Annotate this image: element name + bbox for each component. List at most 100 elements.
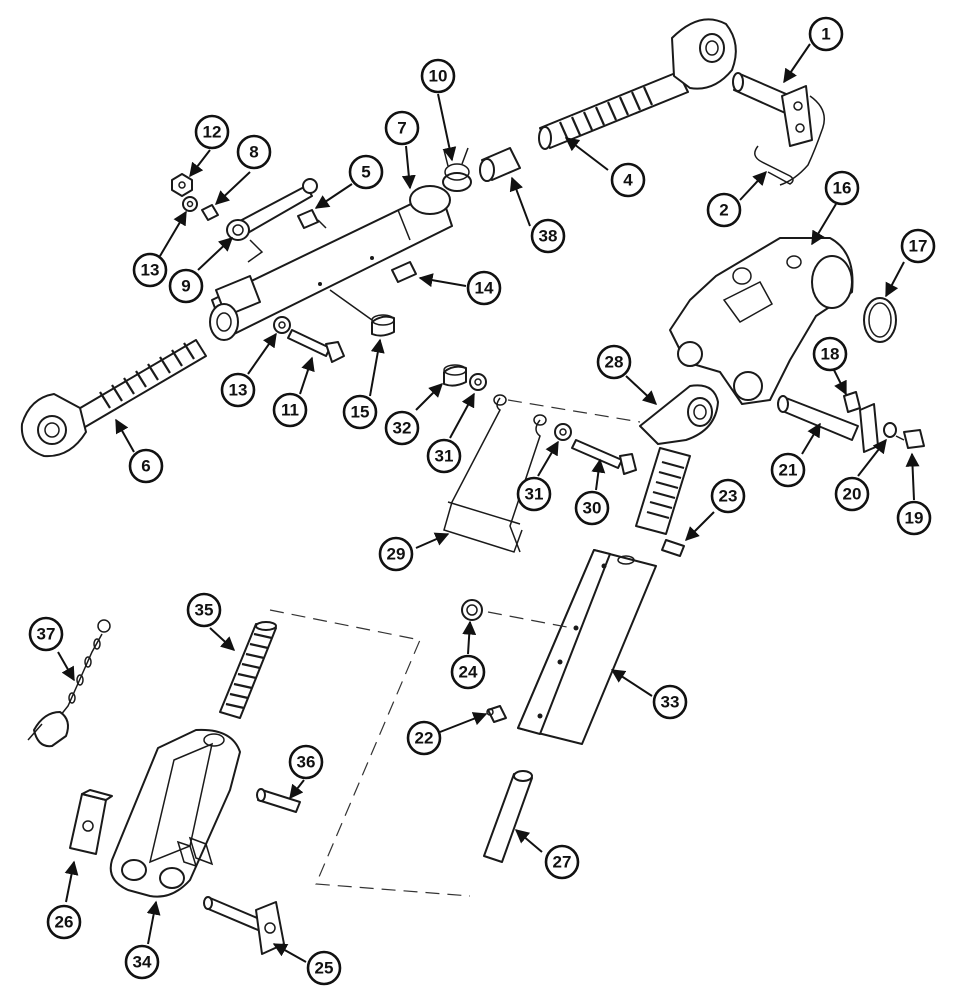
svg-text:33: 33 xyxy=(661,693,680,712)
washer-part-31-lower xyxy=(554,423,572,441)
callout-10: 10 xyxy=(420,58,456,94)
bushing-part-8 xyxy=(201,204,219,221)
svg-text:5: 5 xyxy=(361,163,370,182)
washer-part-13-top xyxy=(182,196,198,212)
callout-9: 9 xyxy=(168,268,204,304)
callout-23: 23 xyxy=(710,478,746,514)
washer-part-31-upper xyxy=(469,373,487,391)
callout-11: 11 xyxy=(272,392,308,428)
callout-16: 16 xyxy=(824,170,860,206)
svg-text:34: 34 xyxy=(133,953,152,972)
callout-37: 37 xyxy=(28,616,64,652)
svg-text:16: 16 xyxy=(833,179,852,198)
svg-text:26: 26 xyxy=(55,913,74,932)
channel-part-33 xyxy=(487,549,657,745)
bushing-part-24 xyxy=(461,599,483,621)
pin-part-36 xyxy=(256,788,301,813)
bolt-part-30 xyxy=(571,439,637,475)
callout-26: 26 xyxy=(46,904,82,940)
svg-text:12: 12 xyxy=(203,123,222,142)
callout-32: 32 xyxy=(384,410,420,446)
svg-text:15: 15 xyxy=(351,403,370,422)
eye-bolt-part-28 xyxy=(635,384,719,535)
callout-31-upper: 31 xyxy=(426,438,462,474)
svg-text:21: 21 xyxy=(779,461,798,480)
washer-part-20b xyxy=(883,422,897,438)
screw-part-5 xyxy=(297,209,327,229)
svg-text:17: 17 xyxy=(909,237,928,256)
callout-5: 5 xyxy=(348,154,384,190)
callout-27: 27 xyxy=(544,844,580,880)
callout-25: 25 xyxy=(306,950,342,986)
callout-1: 1 xyxy=(808,16,844,52)
svg-text:7: 7 xyxy=(397,119,406,138)
pin-part-27 xyxy=(483,770,533,863)
callout-8: 8 xyxy=(236,134,272,170)
callout-36: 36 xyxy=(288,744,324,780)
svg-text:35: 35 xyxy=(195,601,214,620)
spring-clip-part-10 xyxy=(442,147,472,192)
assembly-guide-line xyxy=(269,609,471,897)
threaded-rod-part-6 xyxy=(20,339,207,458)
svg-text:4: 4 xyxy=(623,171,633,190)
svg-text:8: 8 xyxy=(249,143,258,162)
block-part-26 xyxy=(69,789,113,855)
bushing-part-32 xyxy=(443,364,467,387)
svg-text:9: 9 xyxy=(181,277,190,296)
bushing-part-15 xyxy=(329,289,395,337)
svg-text:10: 10 xyxy=(429,67,448,86)
svg-text:22: 22 xyxy=(415,729,434,748)
callout-4: 4 xyxy=(610,162,646,198)
grease-fitting-part-22 xyxy=(486,705,507,723)
leader-lines xyxy=(57,43,920,963)
svg-text:36: 36 xyxy=(297,753,316,772)
callout-22: 22 xyxy=(406,720,442,756)
callout-34: 34 xyxy=(124,944,160,980)
svg-text:20: 20 xyxy=(843,485,862,504)
wire-clip-part-29 xyxy=(443,394,641,553)
callout-29: 29 xyxy=(378,536,414,572)
clip-part-2 xyxy=(754,145,794,185)
bolt-part-11 xyxy=(287,329,345,363)
callout-7: 7 xyxy=(384,110,420,146)
svg-text:11: 11 xyxy=(281,401,299,420)
svg-text:30: 30 xyxy=(583,499,602,518)
pin-part-38 xyxy=(479,147,521,182)
svg-text:18: 18 xyxy=(821,345,840,364)
pin-part-14 xyxy=(391,261,417,283)
svg-text:37: 37 xyxy=(37,625,56,644)
threaded-rod-part-4 xyxy=(538,18,737,150)
clevis-part-34 xyxy=(109,728,241,898)
threaded-rod-part-35 xyxy=(219,621,277,719)
callout-38: 38 xyxy=(530,218,566,254)
callout-24: 24 xyxy=(450,654,486,690)
svg-text:32: 32 xyxy=(393,419,412,438)
svg-text:31: 31 xyxy=(525,485,544,504)
callout-33: 33 xyxy=(652,684,688,720)
bushing-part-18 xyxy=(843,391,861,413)
chain-part-37 xyxy=(27,619,111,748)
callout-2: 2 xyxy=(706,192,742,228)
callout-15: 15 xyxy=(342,394,378,430)
callout-21: 21 xyxy=(770,452,806,488)
pin-part-25 xyxy=(203,896,285,955)
snap-ring-part-17 xyxy=(863,297,897,343)
callout-17: 17 xyxy=(900,228,936,264)
callout-13-top: 13 xyxy=(132,252,168,288)
callout-19: 19 xyxy=(896,500,932,536)
callout-14: 14 xyxy=(466,270,502,306)
callout-12: 12 xyxy=(194,114,230,150)
pin-part-21 xyxy=(777,395,859,441)
callout-28: 28 xyxy=(596,344,632,380)
svg-text:28: 28 xyxy=(605,353,624,372)
svg-text:29: 29 xyxy=(387,545,406,564)
svg-text:24: 24 xyxy=(459,663,478,682)
nut-part-12 xyxy=(171,173,193,197)
svg-text:13: 13 xyxy=(141,261,160,280)
callout-20: 20 xyxy=(834,476,870,512)
handle-part-9 xyxy=(226,178,318,263)
bracket-part-16 xyxy=(669,237,854,405)
svg-text:25: 25 xyxy=(315,959,334,978)
svg-text:6: 6 xyxy=(141,457,150,476)
